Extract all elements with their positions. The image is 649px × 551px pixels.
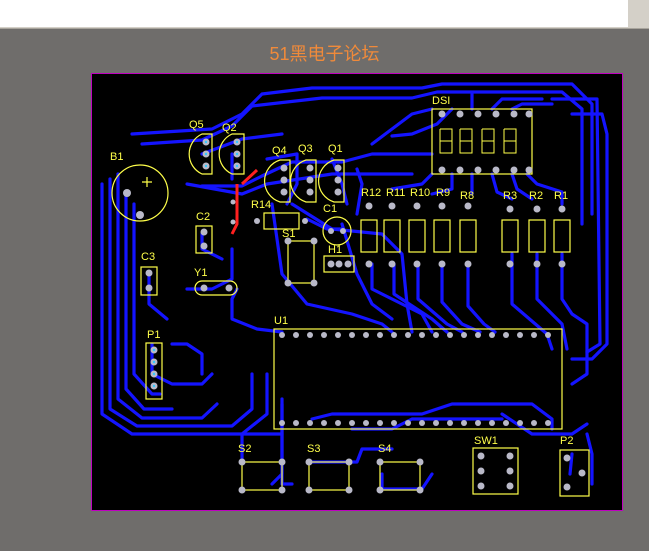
pcb-board[interactable]: B1 Q5 Q2 Q4 Q3 Q1 DSI R12 R11 R10 R9 R8 … bbox=[91, 73, 623, 511]
label-r1: R1 bbox=[554, 190, 569, 202]
label-sw1: SW1 bbox=[474, 435, 498, 447]
label-r14: R14 bbox=[251, 199, 272, 211]
label-q3: Q3 bbox=[298, 143, 313, 155]
label-s3: S3 bbox=[307, 443, 321, 455]
page-title: 51黑电子论坛 bbox=[269, 44, 380, 64]
label-h1: H1 bbox=[328, 244, 343, 256]
trace-layer bbox=[100, 82, 609, 491]
label-p2: P2 bbox=[560, 435, 574, 447]
label-r3: R3 bbox=[503, 190, 518, 202]
pad-layer bbox=[123, 110, 586, 494]
label-c3: C3 bbox=[141, 251, 156, 263]
label-q2: Q2 bbox=[222, 122, 237, 134]
pad-holes bbox=[152, 140, 239, 388]
workspace-tab-area bbox=[0, 0, 628, 27]
label-s1: S1 bbox=[282, 228, 296, 240]
label-q4: Q4 bbox=[272, 145, 287, 157]
label-r11: R11 bbox=[386, 187, 406, 199]
pcb-layout bbox=[100, 82, 609, 497]
label-dsi: DSI bbox=[432, 95, 451, 107]
label-y1: Y1 bbox=[194, 267, 208, 279]
label-c1: C1 bbox=[323, 203, 338, 215]
label-r2: R2 bbox=[529, 190, 544, 202]
label-r9: R9 bbox=[436, 187, 451, 199]
label-b1: B1 bbox=[110, 151, 124, 163]
label-r8: R8 bbox=[460, 190, 475, 202]
label-s4: S4 bbox=[378, 443, 392, 455]
display-segments bbox=[439, 128, 517, 154]
silkscreen-layer bbox=[111, 108, 590, 497]
red-trace bbox=[230, 168, 259, 235]
label-s2: S2 bbox=[238, 443, 252, 455]
label-q1: Q1 bbox=[328, 143, 343, 155]
label-r10: R10 bbox=[410, 187, 431, 199]
label-r12: R12 bbox=[361, 187, 382, 199]
label-c2: C2 bbox=[196, 211, 211, 223]
label-q5: Q5 bbox=[189, 119, 204, 131]
u1-pins bbox=[279, 332, 551, 426]
top-toolbar bbox=[0, 0, 649, 29]
label-p1: P1 bbox=[147, 329, 161, 341]
label-u1: U1 bbox=[274, 315, 289, 327]
